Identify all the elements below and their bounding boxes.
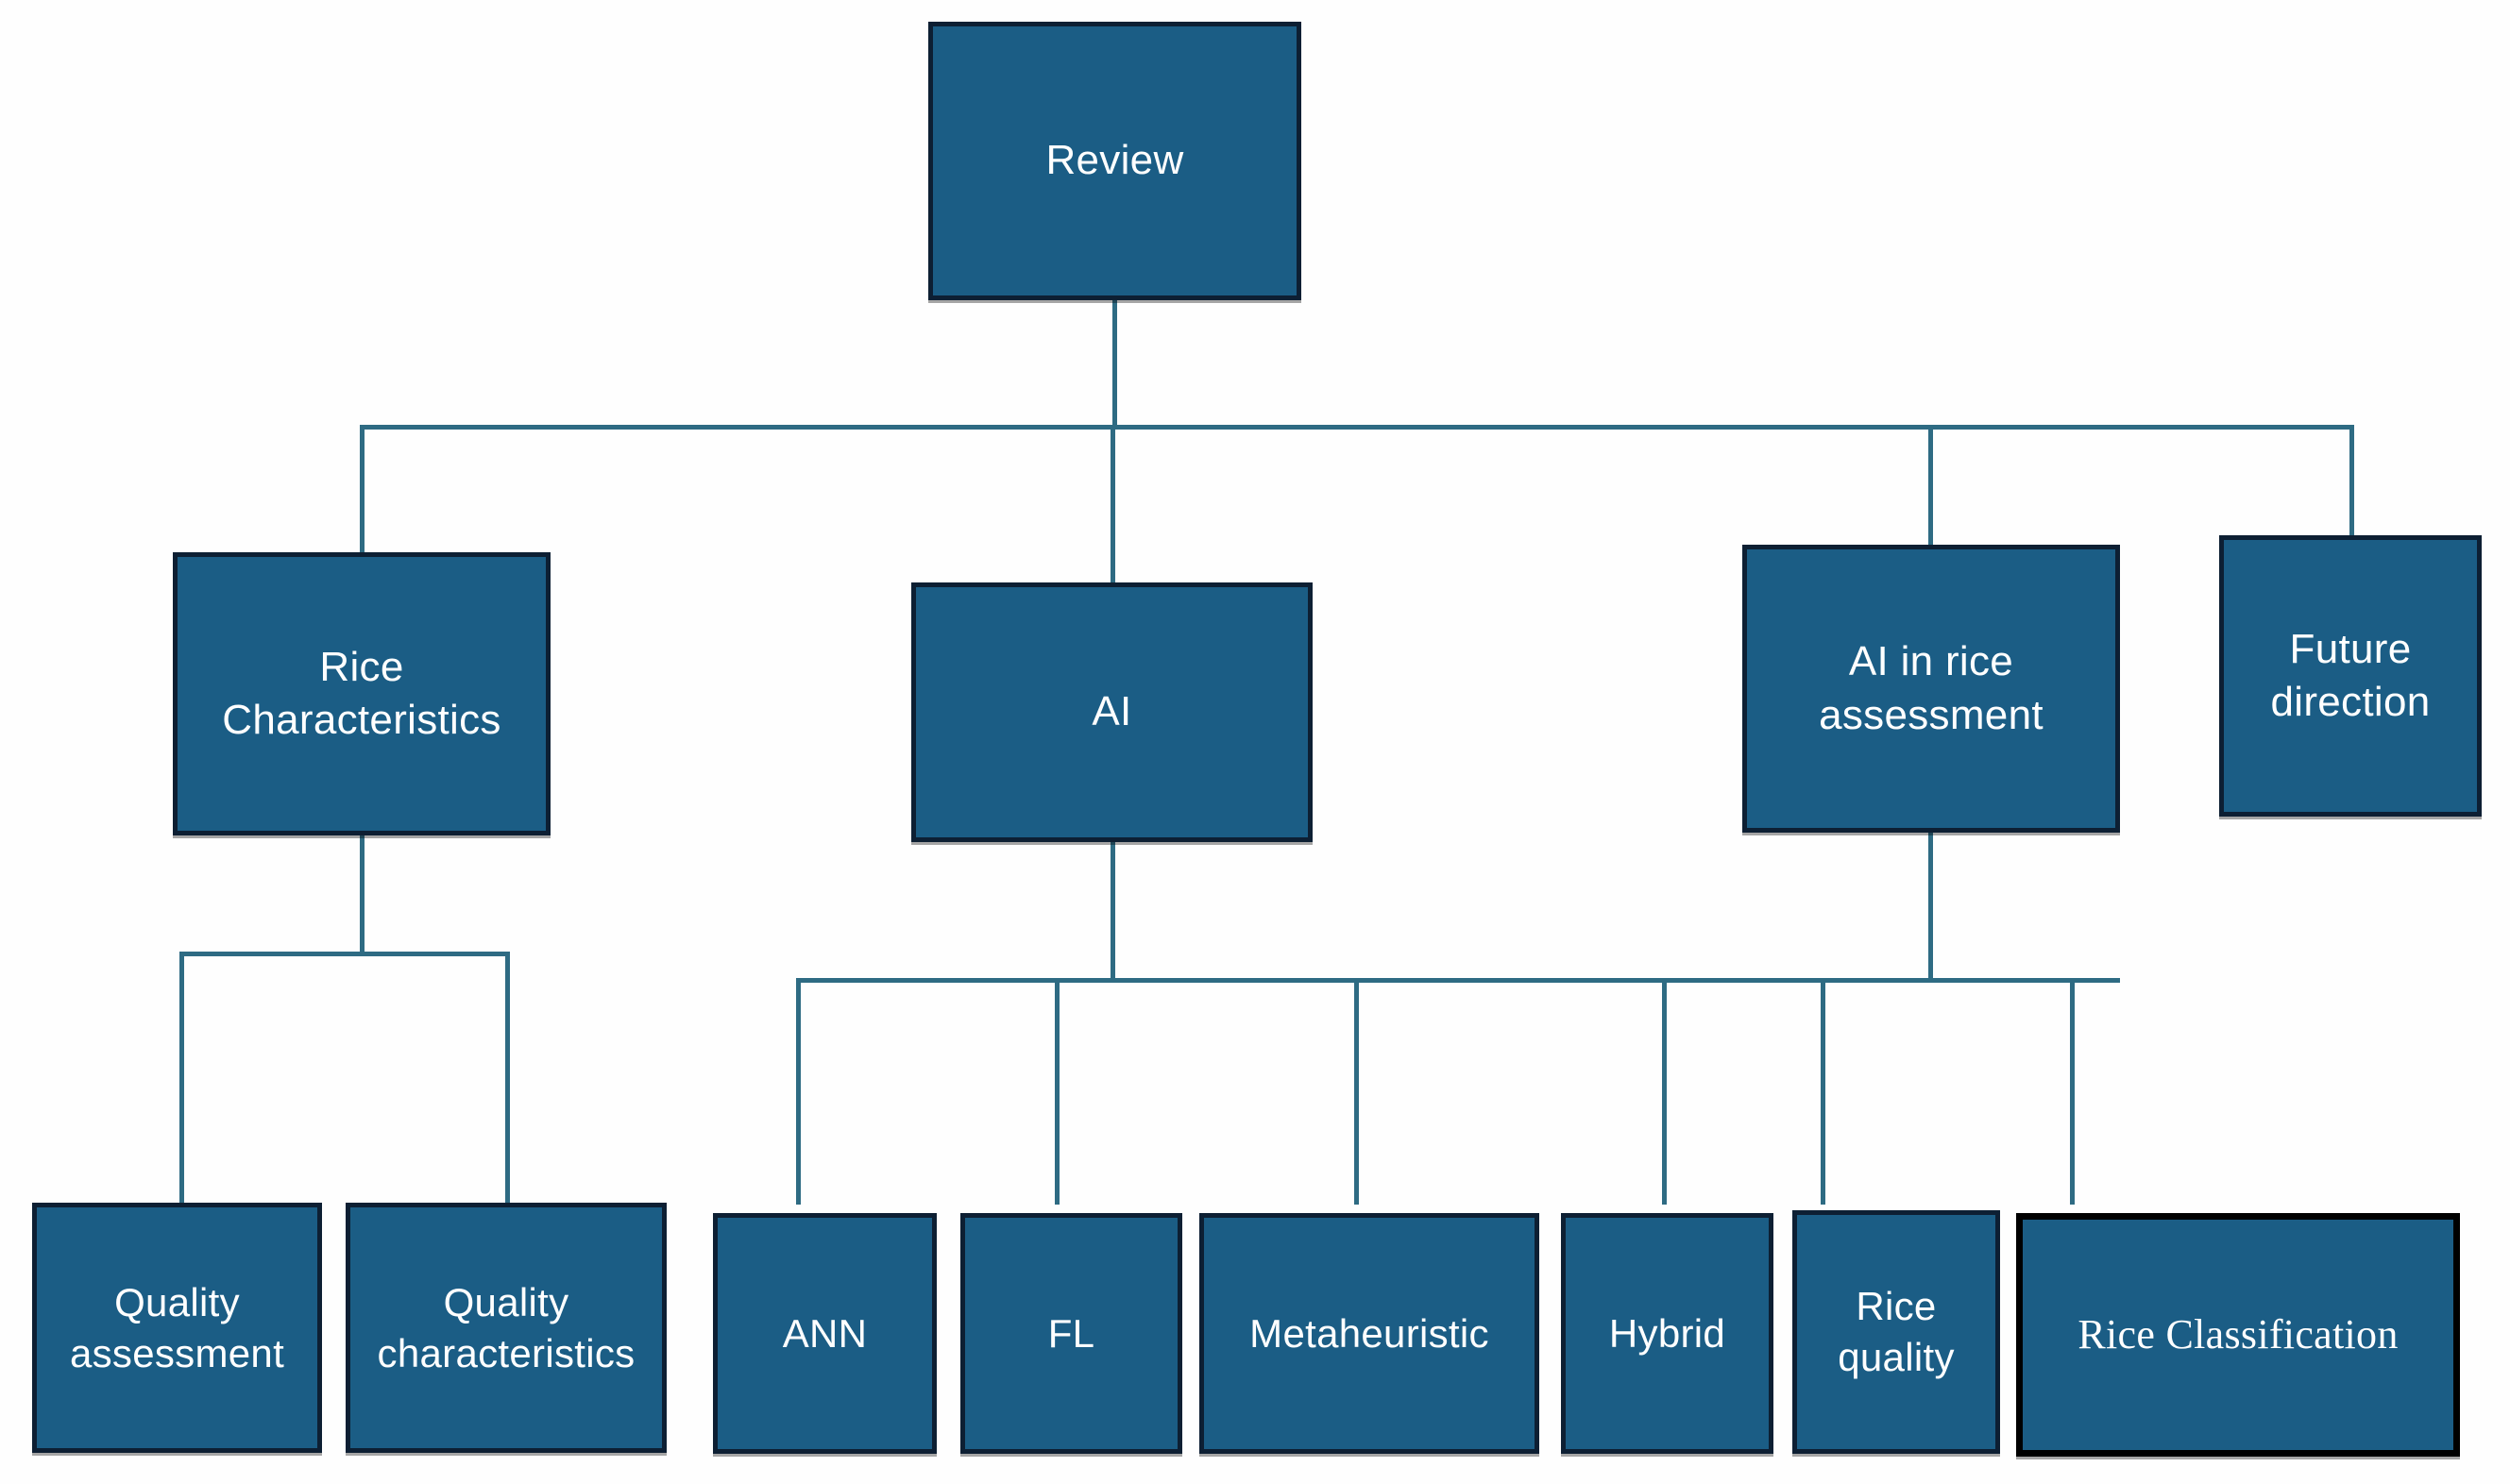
node-quality-assessment[interactable]: Quality assessment <box>32 1203 322 1453</box>
node-ann[interactable]: ANN <box>713 1213 937 1454</box>
node-rice-characteristics[interactable]: Rice Characteristics <box>173 552 551 835</box>
node-rice-quality-label: Rice quality <box>1838 1284 1955 1379</box>
node-quality-assessment-label: Quality assessment <box>69 1279 285 1375</box>
node-future-direction[interactable]: Future direction <box>2219 535 2482 817</box>
node-quality-characteristics-label: Quality characteristics <box>377 1279 636 1375</box>
connector-ai-in-rice-assessment-bus <box>1823 978 2073 983</box>
node-hybrid-label: Hybrid <box>1608 1310 1726 1356</box>
connector-ai-bus <box>798 978 2120 983</box>
node-fl[interactable]: FL <box>960 1213 1182 1454</box>
node-rice-classification-label: Rice Classification <box>2078 1310 2399 1358</box>
node-rice-characteristics-label: Rice Characteristics <box>222 643 501 743</box>
connector-ai-in-rice-assessment-stem <box>1928 833 1933 980</box>
connector-bus-to-rice-quality <box>1821 978 1825 1205</box>
node-review[interactable]: Review <box>928 22 1301 300</box>
connector-level1-bus <box>362 425 2354 430</box>
connector-bus-to-fl <box>1055 978 1060 1205</box>
node-hybrid[interactable]: Hybrid <box>1561 1213 1773 1454</box>
node-rice-quality[interactable]: Rice quality <box>1792 1210 2000 1454</box>
connector-review-to-bus <box>1112 300 1117 429</box>
connector-ai-stem <box>1111 842 1115 982</box>
connector-bus-to-rice-classification <box>2070 978 2075 1205</box>
node-future-direction-label: Future direction <box>2270 625 2431 725</box>
connector-bus-to-quality-characteristics <box>505 952 510 1205</box>
connector-bus-to-rice-characteristics <box>360 425 365 554</box>
node-quality-characteristics[interactable]: Quality characteristics <box>346 1203 667 1453</box>
node-rice-classification[interactable]: Rice Classification <box>2016 1213 2460 1457</box>
node-ai[interactable]: AI <box>911 582 1313 842</box>
node-ann-label: ANN <box>782 1310 868 1356</box>
node-metaheuristic[interactable]: Metaheuristic <box>1199 1213 1539 1454</box>
connector-rice-characteristics-stem <box>360 835 365 953</box>
connector-bus-to-ai-in-rice-assessment <box>1928 425 1933 547</box>
connector-bus-to-metaheuristic <box>1354 978 1359 1205</box>
connector-bus-to-ann <box>796 978 801 1205</box>
node-fl-label: FL <box>1047 1310 1095 1356</box>
connector-bus-to-ai <box>1111 425 1115 582</box>
node-ai-in-rice-assessment-label: AI in rice assessment <box>1819 638 2044 738</box>
connector-bus-to-future-direction <box>2349 425 2354 537</box>
node-review-label: Review <box>1045 137 1184 184</box>
node-ai-label: AI <box>1092 688 1132 735</box>
node-ai-in-rice-assessment[interactable]: AI in rice assessment <box>1742 545 2120 833</box>
connector-rice-characteristics-bus <box>181 952 510 956</box>
connector-bus-to-quality-assessment <box>179 952 184 1205</box>
node-metaheuristic-label: Metaheuristic <box>1249 1310 1489 1356</box>
connector-bus-to-hybrid <box>1662 978 1667 1205</box>
